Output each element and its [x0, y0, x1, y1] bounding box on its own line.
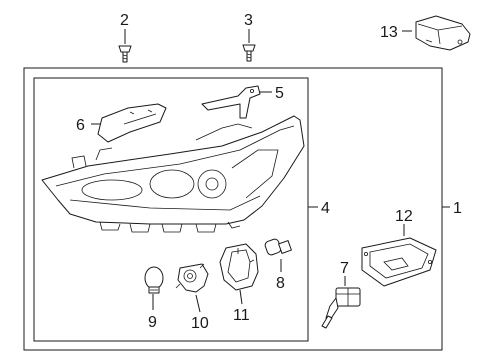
callout-12: 12 — [395, 208, 413, 225]
callout-9: 9 — [148, 314, 157, 331]
callout-3: 3 — [244, 12, 253, 29]
ballast-part-12 — [361, 237, 437, 287]
bracket-part-6 — [97, 103, 167, 143]
headlamp-housing-part-4 — [41, 115, 305, 233]
bulb-part-9 — [144, 266, 164, 294]
hid-bulb-part-7 — [321, 287, 361, 329]
dust-cap-part-11 — [219, 243, 259, 291]
bracket-part-5 — [201, 85, 261, 119]
outer-assembly-frame — [23, 67, 443, 351]
callout-7: 7 — [340, 260, 349, 277]
inner-headlamp-frame — [33, 77, 309, 342]
callout-8: 8 — [276, 275, 285, 292]
callout-5: 5 — [275, 85, 284, 102]
callout-2: 2 — [120, 12, 129, 29]
callout-1: 1 — [453, 200, 462, 217]
callout-4: 4 — [321, 200, 330, 217]
screw-part-2 — [118, 45, 132, 63]
leader-10 — [195, 294, 201, 313]
control-module-part-13 — [415, 15, 471, 51]
callout-13: 13 — [380, 24, 398, 41]
wedge-bulb-part-8 — [264, 238, 292, 256]
callout-6: 6 — [76, 117, 85, 134]
callout-10: 10 — [191, 315, 209, 332]
leader-11 — [239, 289, 243, 305]
screw-part-3 — [242, 44, 256, 62]
callout-11: 11 — [233, 307, 250, 324]
bulb-socket-part-10 — [175, 263, 209, 293]
